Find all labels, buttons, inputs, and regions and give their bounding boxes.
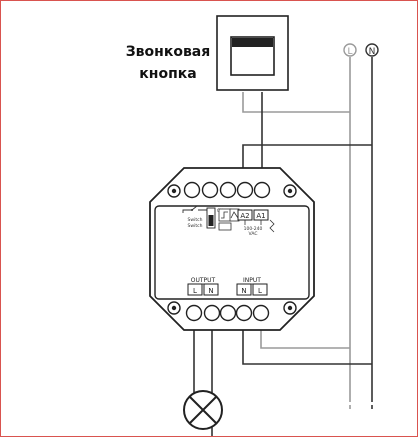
trigger-label-a2: A2 [240, 212, 249, 220]
input-section: INPUT N L [236, 277, 268, 296]
voltage-label-2: VAC [249, 231, 258, 237]
trigger-label-a1: A1 [256, 212, 265, 220]
input-n-wire [242, 316, 372, 365]
input-terminal-l: L [258, 287, 262, 295]
bell-label-line-1: Звонковая [125, 44, 211, 60]
top-terminal-block [167, 181, 297, 199]
switch-label-bottom: Switch [188, 223, 203, 229]
line-terminal: L [343, 43, 357, 57]
module-panel [154, 205, 310, 300]
voltage-label-1: 100-240 [244, 226, 263, 232]
output-section: OUTPUT L N [187, 277, 219, 296]
input-terminal-n: N [241, 287, 246, 295]
lamp-symbol [183, 390, 223, 430]
mode-icons [218, 208, 240, 231]
neutral-terminal: N [365, 43, 379, 57]
bell-button [216, 15, 289, 91]
relay-module: Switch Switch ON A2 A1 100-240 VAC [149, 167, 315, 331]
output-terminal-n: N [208, 287, 213, 295]
neutral-terminal-label: N [369, 47, 376, 57]
bell-button-label: Звонковая кнопка [118, 41, 218, 85]
trigger-terminals: A2 A1 100-240 VAC [237, 209, 275, 237]
bell-wire-1 [242, 92, 350, 113]
bell-label-line-2: кнопка [139, 66, 197, 82]
line-terminal-label: L [347, 47, 352, 57]
bottom-terminal-block [167, 301, 297, 322]
output-terminal-l: L [193, 287, 197, 295]
output-label: OUTPUT [191, 277, 216, 284]
input-label: INPUT [243, 277, 261, 284]
switch-label-top: Switch [188, 217, 203, 223]
